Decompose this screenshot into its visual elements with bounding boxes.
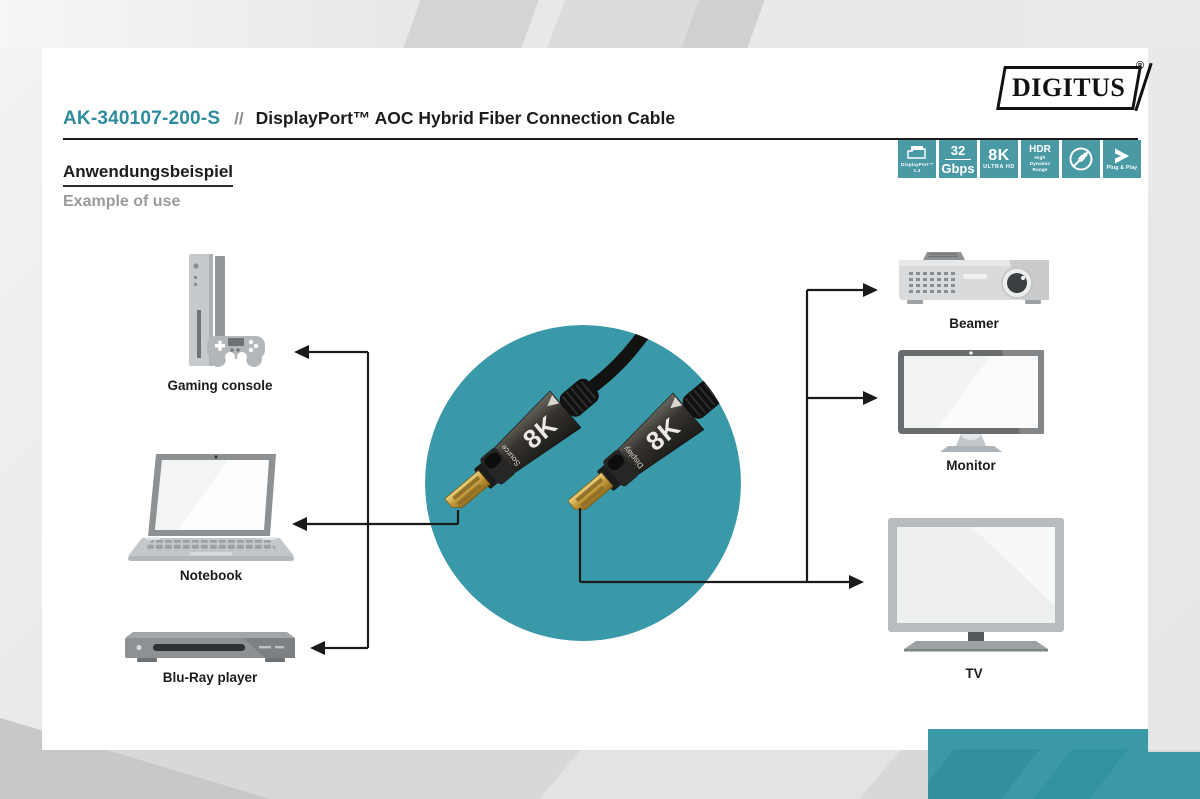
bluray-player-label: Blu-Ray player: [162, 670, 258, 685]
badge-hdr: HDR High Dynamic Range: [1021, 140, 1059, 178]
monitor-icon: [898, 350, 1044, 459]
no-external-power-icon: [1069, 147, 1093, 171]
content-card: AK-340107-200-S // DisplayPort™ AOC Hybrid…: [42, 48, 1153, 750]
bottom-light-wedge: [539, 750, 901, 799]
tv-label: TV: [965, 666, 983, 681]
badge-8k-ultra-hd: 8K ULTRA HD: [980, 140, 1018, 178]
badge-plug-and-play: Plug & Play: [1103, 140, 1141, 178]
section-title-german: Anwendungsbeispiel: [63, 162, 234, 187]
top-chevron-decoration: [403, 0, 539, 48]
notebook-icon: [128, 454, 294, 571]
header-divider: [63, 138, 1138, 140]
beamer-label: Beamer: [949, 316, 999, 331]
bottom-right-teal-corner: [928, 729, 1200, 799]
feature-badges: DisplayPort™ 1.4 32 Gbps 8K ULTRA HD HDR…: [898, 140, 1141, 178]
cable-photo-circle: Source 8K: [425, 325, 741, 641]
displayport-plug-icon: [907, 145, 926, 159]
badge-value: 32: [950, 142, 966, 158]
tv-icon: [888, 518, 1064, 663]
digitus-logo-text: DIGITUS: [1012, 73, 1126, 102]
badge-unit: Gbps: [941, 160, 975, 176]
section-heading: Anwendungsbeispiel Example of use: [63, 162, 234, 211]
badge-no-external-power: [1062, 140, 1100, 178]
badge-displayport-1-4: DisplayPort™ 1.4: [898, 140, 936, 178]
beamer-vents: [909, 272, 955, 293]
arrow-to-gaming-console: [294, 345, 309, 359]
arrow-to-bluray-player: [310, 641, 325, 655]
arrow-to-beamer: [863, 283, 878, 297]
header-separator: //: [234, 109, 244, 128]
header: AK-340107-200-S // DisplayPort™ AOC Hybrid…: [63, 108, 1133, 130]
teal-chevron-decoration: [1031, 749, 1129, 799]
badge-label: Plug & Play: [1106, 164, 1138, 171]
bluray-player-icon: [125, 632, 295, 671]
badge-32gbps: 32 Gbps: [939, 140, 977, 178]
gaming-console-icon: [175, 252, 265, 379]
registered-trademark-symbol: ®: [1136, 60, 1145, 72]
section-title-english: Example of use: [63, 193, 181, 210]
product-code: AK-340107-200-S: [63, 108, 221, 129]
badge-subtext: High Dynamic Range: [1029, 155, 1051, 172]
digitus-logo: DIGITUS: [996, 66, 1142, 110]
plug-and-play-arrow-icon: [1115, 148, 1129, 164]
cable-illustration: Source 8K: [425, 325, 741, 641]
teal-chevron-decoration: [928, 749, 1041, 799]
badge-label: DisplayPort™ 1.4: [901, 161, 934, 173]
page-title: DisplayPort™ AOC Hybrid Fiber Connection…: [255, 108, 676, 128]
badge-value: HDR: [1029, 144, 1051, 156]
monitor-label: Monitor: [946, 458, 996, 473]
arrow-to-notebook: [292, 517, 307, 531]
badge-unit: ULTRA HD: [983, 163, 1015, 170]
badge-value: 8K: [988, 146, 1010, 164]
gamepad-icon: [207, 336, 265, 367]
arrow-to-tv: [849, 575, 864, 589]
arrow-to-monitor: [863, 391, 878, 405]
dp-connector-source: Source 8K: [444, 325, 697, 508]
notebook-label: Notebook: [179, 568, 243, 583]
beamer-icon: [899, 252, 1049, 315]
badge-divider: [945, 158, 971, 160]
gaming-console-label: Gaming console: [167, 378, 273, 393]
